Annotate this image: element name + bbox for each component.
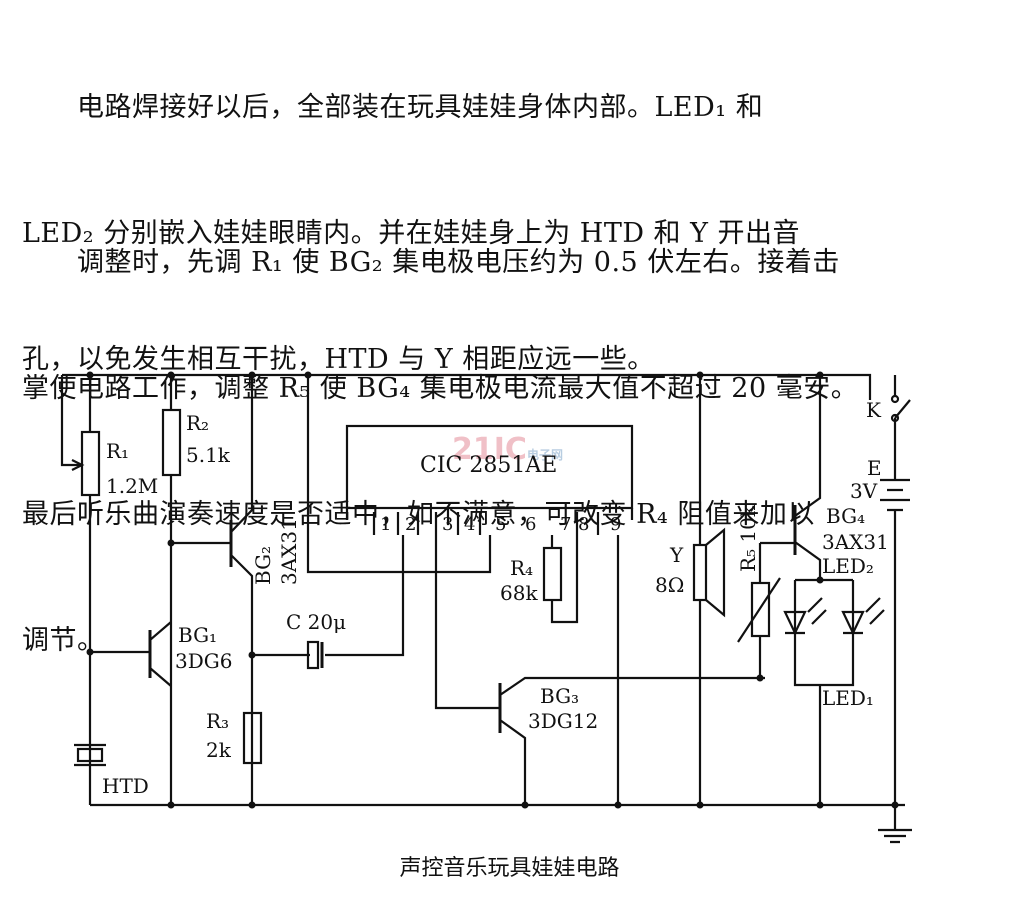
ic-pin-separators xyxy=(372,512,600,535)
label-r3-value: 2k xyxy=(206,738,232,762)
resistor-r3 xyxy=(242,711,263,765)
label-c: C 20μ xyxy=(286,610,346,634)
battery-e xyxy=(880,460,910,805)
label-bg2-type: 3AX31 xyxy=(277,518,301,585)
ic-pin-1: 1 xyxy=(380,514,391,535)
paragraph-1-line-2: LED₂ 分别嵌入娃娃眼睛内。并在娃娃身上为 HTD 和 Y 开出音 xyxy=(22,218,801,249)
paragraph-2-line-1: 调整时，先调 R₁ 使 BG₂ 集电极电压约为 0.5 伏左右。接着击 xyxy=(22,247,840,278)
ic-chip xyxy=(345,424,634,520)
paragraph-2-line-2: 掌使电路工作，调整 R₅ 使 BG₄ 集电极电流最大值不超过 20 毫安。 xyxy=(22,373,859,404)
label-y-value: 8Ω xyxy=(655,573,684,597)
label-led2: LED₂ xyxy=(822,554,874,578)
ic-pin-3: 3 xyxy=(442,514,453,535)
ic-pin-6: 6 xyxy=(525,514,536,535)
paragraph-1-line-3: 孔，以免发生相互干扰，HTD 与 Y 相距应远一些。 xyxy=(22,344,655,375)
ic-pin-7: 7 xyxy=(560,514,571,535)
label-k: K xyxy=(866,398,882,422)
ic-pin-5: 5 xyxy=(495,514,506,535)
label-led1: LED₁ xyxy=(822,686,874,710)
label-bg1-type: 3DG6 xyxy=(175,649,232,673)
ic-label: CIC 2851AE xyxy=(420,453,557,478)
label-r1: R₁ xyxy=(106,439,129,463)
speaker-y xyxy=(692,375,726,805)
wire-ic-pin7-r4 xyxy=(550,535,579,624)
resistor-r5 xyxy=(737,543,781,678)
label-bg3: BG₃ xyxy=(540,684,579,708)
wire-ic-pin5 xyxy=(306,375,492,574)
ic-pin-8: 8 xyxy=(578,514,589,535)
paragraph-1-line-1: 电路焊接好以后，全部装在玩具娃娃身体内部。LED₁ 和 xyxy=(22,92,764,123)
top-rail xyxy=(62,373,872,400)
led-pair xyxy=(783,578,885,805)
label-e: E xyxy=(867,456,882,480)
label-bg4: BG₄ xyxy=(826,504,865,528)
label-r3: R₃ xyxy=(206,709,229,733)
resistor-r2 xyxy=(161,375,182,805)
ic-pin-4: 4 xyxy=(464,514,475,535)
crystal-htd xyxy=(74,743,106,767)
resistor-r4 xyxy=(542,546,563,602)
resistor-r1 xyxy=(60,375,101,805)
capacitor-c xyxy=(252,545,405,670)
ic-pins: 1 2 3 4 5 6 7 8 9 xyxy=(380,514,621,535)
watermark-subtext: 电子网 xyxy=(526,448,563,462)
label-bg3-type: 3DG12 xyxy=(528,709,598,733)
label-r4: R₄ xyxy=(510,556,533,580)
label-bg4-type: 3AX31 xyxy=(822,530,889,554)
paragraph-2: 调整时，先调 R₁ 使 BG₂ 集电极电压约为 0.5 伏左右。接着击 掌使电路… xyxy=(22,158,1012,746)
label-e-value: 3V xyxy=(850,479,878,503)
paragraph-1: 电路焊接好以后，全部装在玩具娃娃身体内部。LED₁ 和 LED₂ 分别嵌入娃娃眼… xyxy=(22,3,1012,465)
label-bg1: BG₁ xyxy=(178,623,217,647)
watermark-text: 21IC xyxy=(452,432,527,467)
ground-rail xyxy=(90,803,905,830)
junction-dots xyxy=(86,371,899,809)
transistor-bg1 xyxy=(90,621,172,687)
transistor-bg4 xyxy=(760,375,822,580)
ic-pin-9: 9 xyxy=(610,514,621,535)
watermark-logo: 21IC电子网 xyxy=(452,432,563,467)
label-r1-value: 1.2M xyxy=(106,474,158,498)
label-r5: R₅ 10k xyxy=(736,504,760,572)
switch-k xyxy=(890,375,911,460)
label-bg2: BG₂ xyxy=(251,546,275,585)
ic-pin-2: 2 xyxy=(405,514,416,535)
transistor-bg2 xyxy=(171,375,254,805)
label-r4-value: 68k xyxy=(500,581,538,605)
label-r2: R₂ xyxy=(186,411,209,435)
label-r2-value: 5.1k xyxy=(186,443,231,467)
diagram-caption: 声控音乐玩具娃娃电路 xyxy=(399,856,620,881)
paragraph-2-line-3: 最后听乐曲演奏速度是否适中，如不满意，可改变 R₄ 阻值来加以 xyxy=(22,499,815,530)
label-htd: HTD xyxy=(102,774,149,798)
transistor-bg3 xyxy=(498,676,765,805)
ground-symbol xyxy=(878,828,912,844)
wire-ic-pin3-bg3 xyxy=(434,535,500,710)
label-y: Y xyxy=(669,543,684,567)
